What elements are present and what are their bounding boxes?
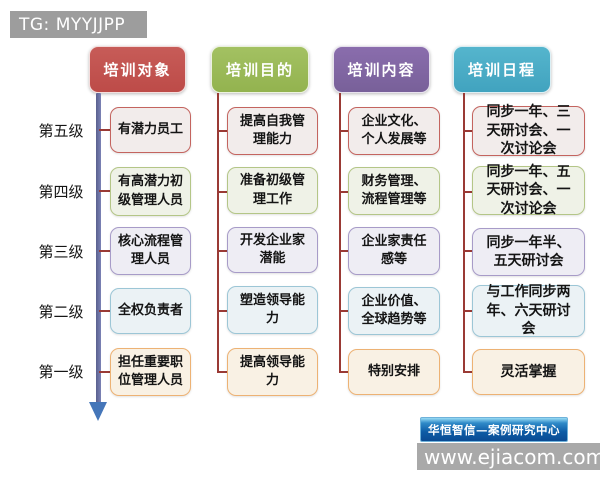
- connector-tick: [340, 130, 348, 132]
- schedule-level1-box: 灵活掌握: [472, 349, 585, 395]
- level-axis-arrowhead-icon: [89, 402, 107, 421]
- content-level3-box: 企业家责任感等: [348, 227, 440, 275]
- connector-line-purpose: [217, 93, 219, 373]
- target-level5-box: 有潜力员工: [110, 107, 191, 153]
- header-training-target: 培训对象: [89, 46, 186, 93]
- target-level2-box: 全权负责者: [110, 288, 191, 334]
- level-label-3: 第三级: [38, 243, 84, 261]
- brand-banner: 华恒智信—案例研究中心: [420, 417, 568, 442]
- level-label-4: 第四级: [38, 183, 84, 201]
- connector-tick: [340, 371, 348, 373]
- level-label-2: 第二级: [38, 303, 84, 321]
- purpose-level5-box: 提高自我管理能力: [227, 107, 318, 155]
- level-label-1: 第一级: [38, 363, 84, 381]
- watermark-tag: TG: MYYJJPP: [10, 11, 147, 38]
- schedule-level4-box: 同步一年、五天研讨会、一次讨论会: [472, 164, 585, 217]
- connector-tick: [464, 250, 472, 252]
- content-level2-box: 企业价值、全球趋势等: [348, 287, 440, 335]
- purpose-level1-box: 提高领导能力: [227, 348, 318, 396]
- schedule-level2-box: 与工作同步两年、六天研讨会: [472, 284, 585, 337]
- website-watermark: www.ejiacom.com: [417, 443, 600, 470]
- connector-tick: [99, 190, 110, 192]
- purpose-level4-box: 准备初级管理工作: [227, 167, 318, 214]
- target-level3-box: 核心流程管理人员: [110, 227, 191, 275]
- connector-line-content: [339, 93, 341, 373]
- purpose-level2-box: 塑造领导能力: [227, 286, 318, 334]
- header-training-purpose: 培训目的: [211, 46, 309, 93]
- connector-tick: [464, 130, 472, 132]
- connector-tick: [340, 250, 348, 252]
- schedule-level3-box: 同步一年半、五天研讨会: [472, 228, 585, 276]
- connector-tick: [464, 371, 472, 373]
- purpose-level3-box: 开发企业家潜能: [227, 227, 318, 273]
- connector-tick: [218, 191, 227, 193]
- connector-tick: [218, 310, 227, 312]
- target-level1-box: 担任重要职位管理人员: [110, 348, 191, 396]
- connector-tick: [218, 371, 227, 373]
- connector-tick: [218, 250, 227, 252]
- level-label-5: 第五级: [38, 122, 84, 140]
- connector-tick: [464, 191, 472, 193]
- connector-tick: [99, 310, 110, 312]
- content-level4-box: 财务管理、流程管理等: [348, 167, 440, 215]
- connector-tick: [464, 310, 472, 312]
- connector-line-schedule: [463, 93, 465, 373]
- connector-tick: [99, 371, 110, 373]
- target-level4-box: 有高潜力初级管理人员: [110, 167, 191, 216]
- connector-tick: [99, 250, 110, 252]
- header-training-content: 培训内容: [333, 46, 430, 93]
- header-training-schedule: 培训日程: [453, 46, 551, 93]
- level-axis-line: [96, 93, 101, 403]
- connector-tick: [218, 130, 227, 132]
- schedule-level5-box: 同步一年、三天研讨会、一次讨论会: [472, 104, 585, 157]
- connector-tick: [340, 310, 348, 312]
- connector-tick: [340, 191, 348, 193]
- content-level5-box: 企业文化、个人发展等: [348, 107, 440, 155]
- connector-tick: [99, 129, 110, 131]
- content-level1-box: 特别安排: [348, 349, 440, 395]
